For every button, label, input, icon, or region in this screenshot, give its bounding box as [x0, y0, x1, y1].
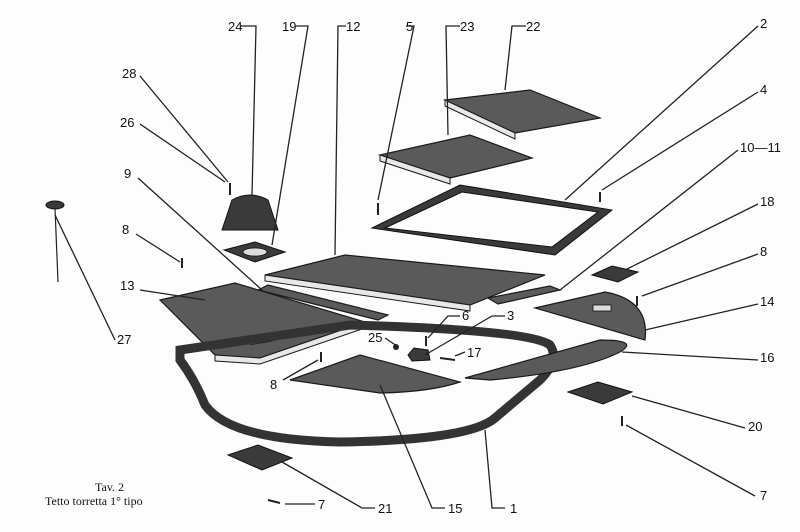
label-25: 25 [368, 330, 382, 345]
part-19-gasket [222, 241, 287, 263]
label-7b: 7 [318, 497, 325, 512]
label-23: 23 [460, 19, 474, 34]
label-28: 28 [122, 66, 136, 81]
label-27: 27 [117, 332, 131, 347]
part-16-plate [464, 339, 628, 381]
label-19: 19 [282, 19, 296, 34]
label-3: 3 [507, 308, 514, 323]
label-13: 13 [120, 278, 134, 293]
label-4: 4 [760, 82, 767, 97]
part-15-plate [289, 354, 463, 394]
label-8: 8 [760, 244, 767, 259]
caption-table-number: Tav. 2 [95, 480, 124, 494]
label-24: 24 [228, 19, 242, 34]
part-21-gasket [226, 444, 294, 471]
label-1: 1 [510, 501, 517, 516]
label-15: 15 [448, 501, 462, 516]
part-1-ring [175, 320, 558, 447]
part-9-strip [256, 284, 390, 321]
label-2: 2 [760, 16, 767, 31]
part-22-hatch-cover [442, 89, 603, 140]
label-8b: 8 [270, 377, 277, 392]
label-20: 20 [748, 419, 762, 434]
label-16: 16 [760, 350, 774, 365]
part-23-hatch-cover [377, 134, 535, 185]
part-2-frame [370, 184, 614, 256]
part-12-plate [264, 254, 546, 312]
leader-lines [54, 25, 759, 509]
label-26: 26 [120, 115, 134, 130]
part-18-gasket [590, 265, 640, 283]
label-17: 17 [467, 345, 481, 360]
part-labels: 24 19 12 5 23 22 2 4 10—11 18 8 14 16 20… [117, 16, 781, 516]
label-9: 9 [124, 166, 131, 181]
label-21: 21 [378, 501, 392, 516]
caption-title: Tetto torretta 1° tipo [45, 494, 143, 508]
part-14-plate [532, 291, 647, 341]
part-27-cable [45, 200, 65, 283]
label-18: 18 [760, 194, 774, 209]
label-22: 22 [526, 19, 540, 34]
label-6: 6 [462, 308, 469, 323]
label-5: 5 [406, 19, 413, 34]
part-24-cupola [221, 194, 279, 231]
label-8c: 8 [122, 222, 129, 237]
part-20-gasket [566, 381, 634, 405]
label-12: 12 [346, 19, 360, 34]
label-10-11: 10—11 [740, 140, 781, 155]
label-7: 7 [760, 488, 767, 503]
label-14: 14 [760, 294, 774, 309]
bolts [181, 183, 638, 504]
part-3-hinge [407, 347, 431, 362]
